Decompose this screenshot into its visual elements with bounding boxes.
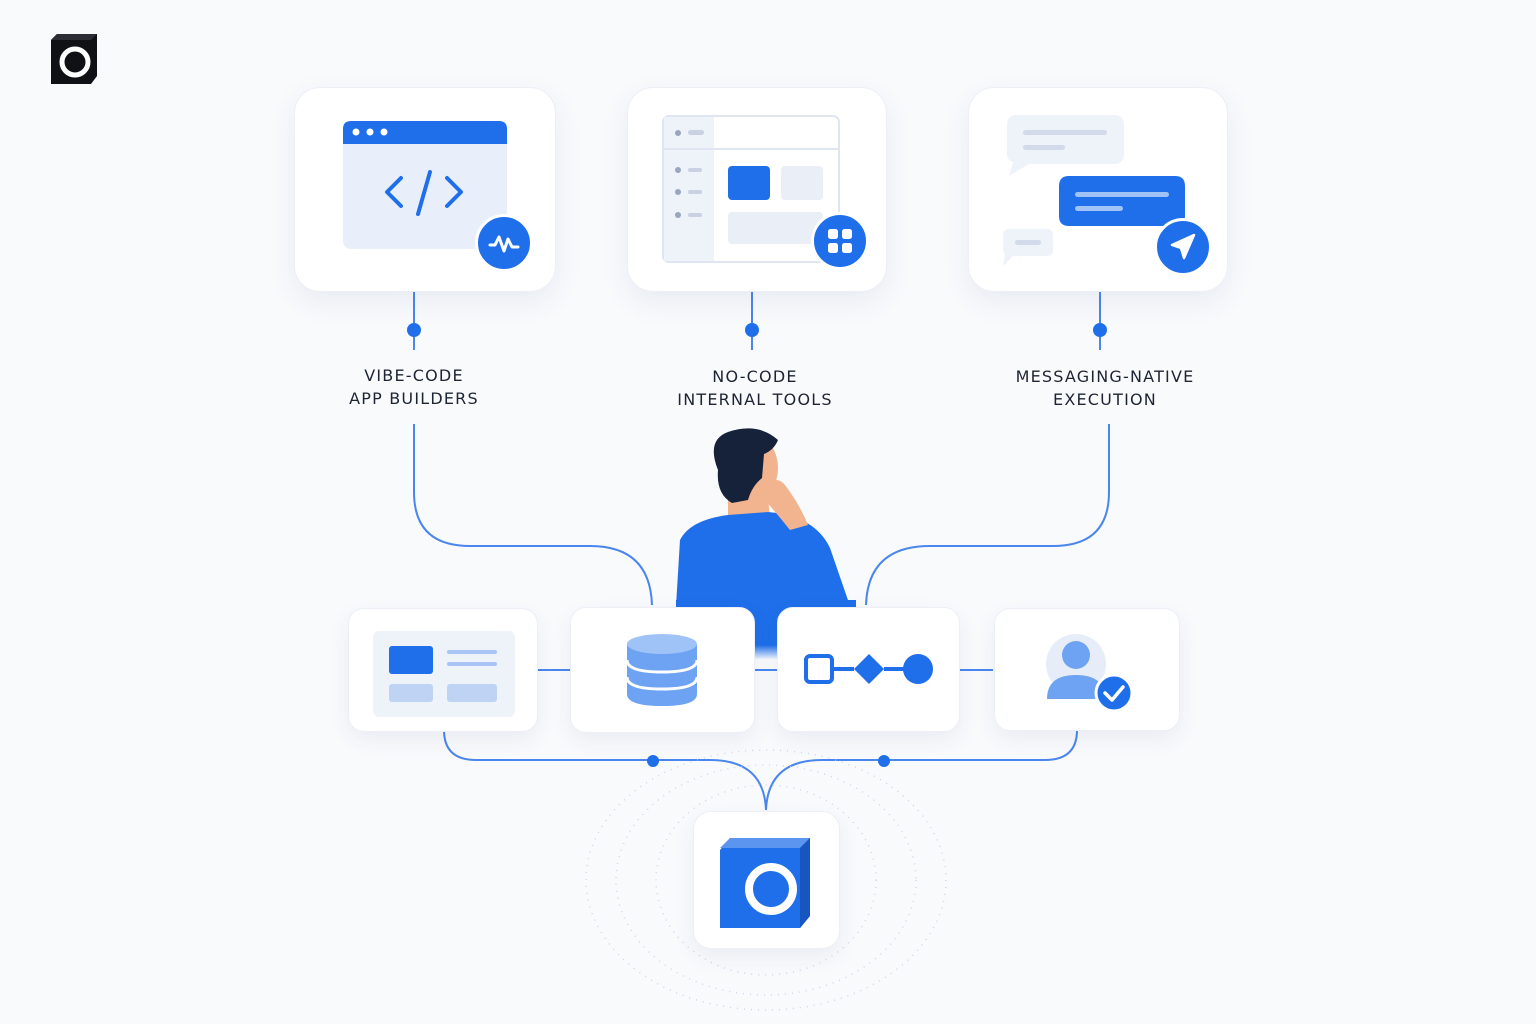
vibe-code-card[interactable] xyxy=(294,87,556,292)
messaging-card[interactable] xyxy=(968,87,1228,292)
user-check-icon xyxy=(1046,634,1134,713)
no-code-card[interactable] xyxy=(627,87,887,292)
user-access-card[interactable] xyxy=(994,608,1180,731)
waveform-icon xyxy=(475,214,533,272)
workflow-card[interactable] xyxy=(777,607,960,732)
grid-icon xyxy=(811,212,869,270)
paper-plane-icon xyxy=(1154,218,1212,276)
cube-logo-icon xyxy=(720,838,810,928)
central-logo-card[interactable] xyxy=(693,811,840,949)
dashboard-layout-icon xyxy=(373,631,515,717)
ui-component-card[interactable] xyxy=(348,608,538,732)
chat-bubbles-icon xyxy=(1003,115,1185,266)
database-icon xyxy=(625,634,699,706)
dashboard-builder-icon xyxy=(662,115,840,263)
database-card[interactable] xyxy=(570,607,755,733)
workflow-nodes-icon xyxy=(804,654,933,684)
code-window-icon xyxy=(343,121,507,249)
